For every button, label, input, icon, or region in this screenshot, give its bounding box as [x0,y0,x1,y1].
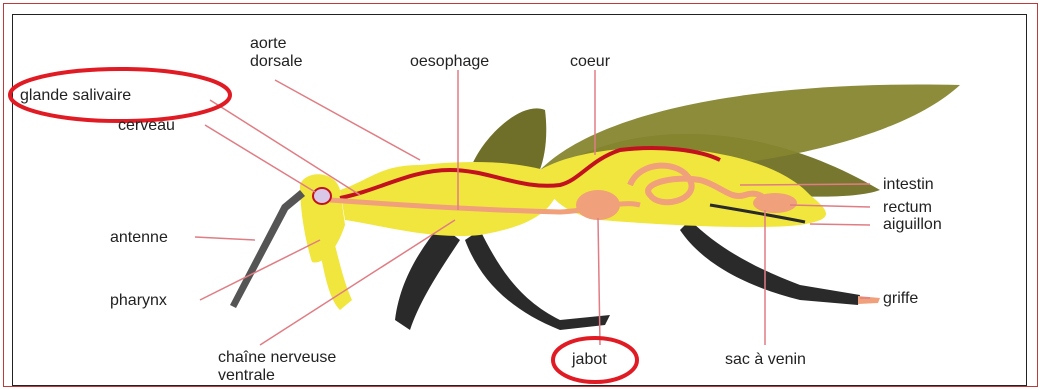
label-glande-salivaire: glande salivaire [20,87,131,105]
label-chaine-nerveuse: chaîne nerveuse [218,349,336,367]
leg-middle [465,230,610,330]
label-aiguillon: aiguillon [883,216,942,234]
leader-jabot [598,218,600,345]
label-sac-a-venin: sac à venin [725,351,806,369]
leader-antenne [195,237,255,240]
label-jabot: jabot [572,351,607,369]
leader-aiguillon [810,224,870,225]
leader-intestin [740,184,870,185]
mouthparts [318,240,352,310]
label-dorsale: dorsale [250,53,302,71]
label-griffe: griffe [883,290,918,308]
leader-aorte [275,80,420,160]
label-rectum: rectum [883,199,932,217]
label-aorte: aorte [250,35,286,53]
label-cerveau: cerveau [118,117,175,135]
label-pharynx: pharynx [110,292,167,310]
antenna [230,190,305,308]
crop-organ [576,190,620,220]
label-antenne: antenne [110,229,168,247]
leg-front [395,225,460,330]
label-ventrale: ventrale [218,367,275,385]
thorax [340,162,560,236]
label-oesophage: oesophage [410,53,489,71]
rectum-organ [753,193,797,213]
claw-tip [858,296,880,304]
brain-organ [313,188,331,204]
label-intestin: intestin [883,176,934,194]
leader-cerveau [205,125,315,192]
label-coeur: coeur [570,53,610,71]
leg-hind [680,220,860,305]
